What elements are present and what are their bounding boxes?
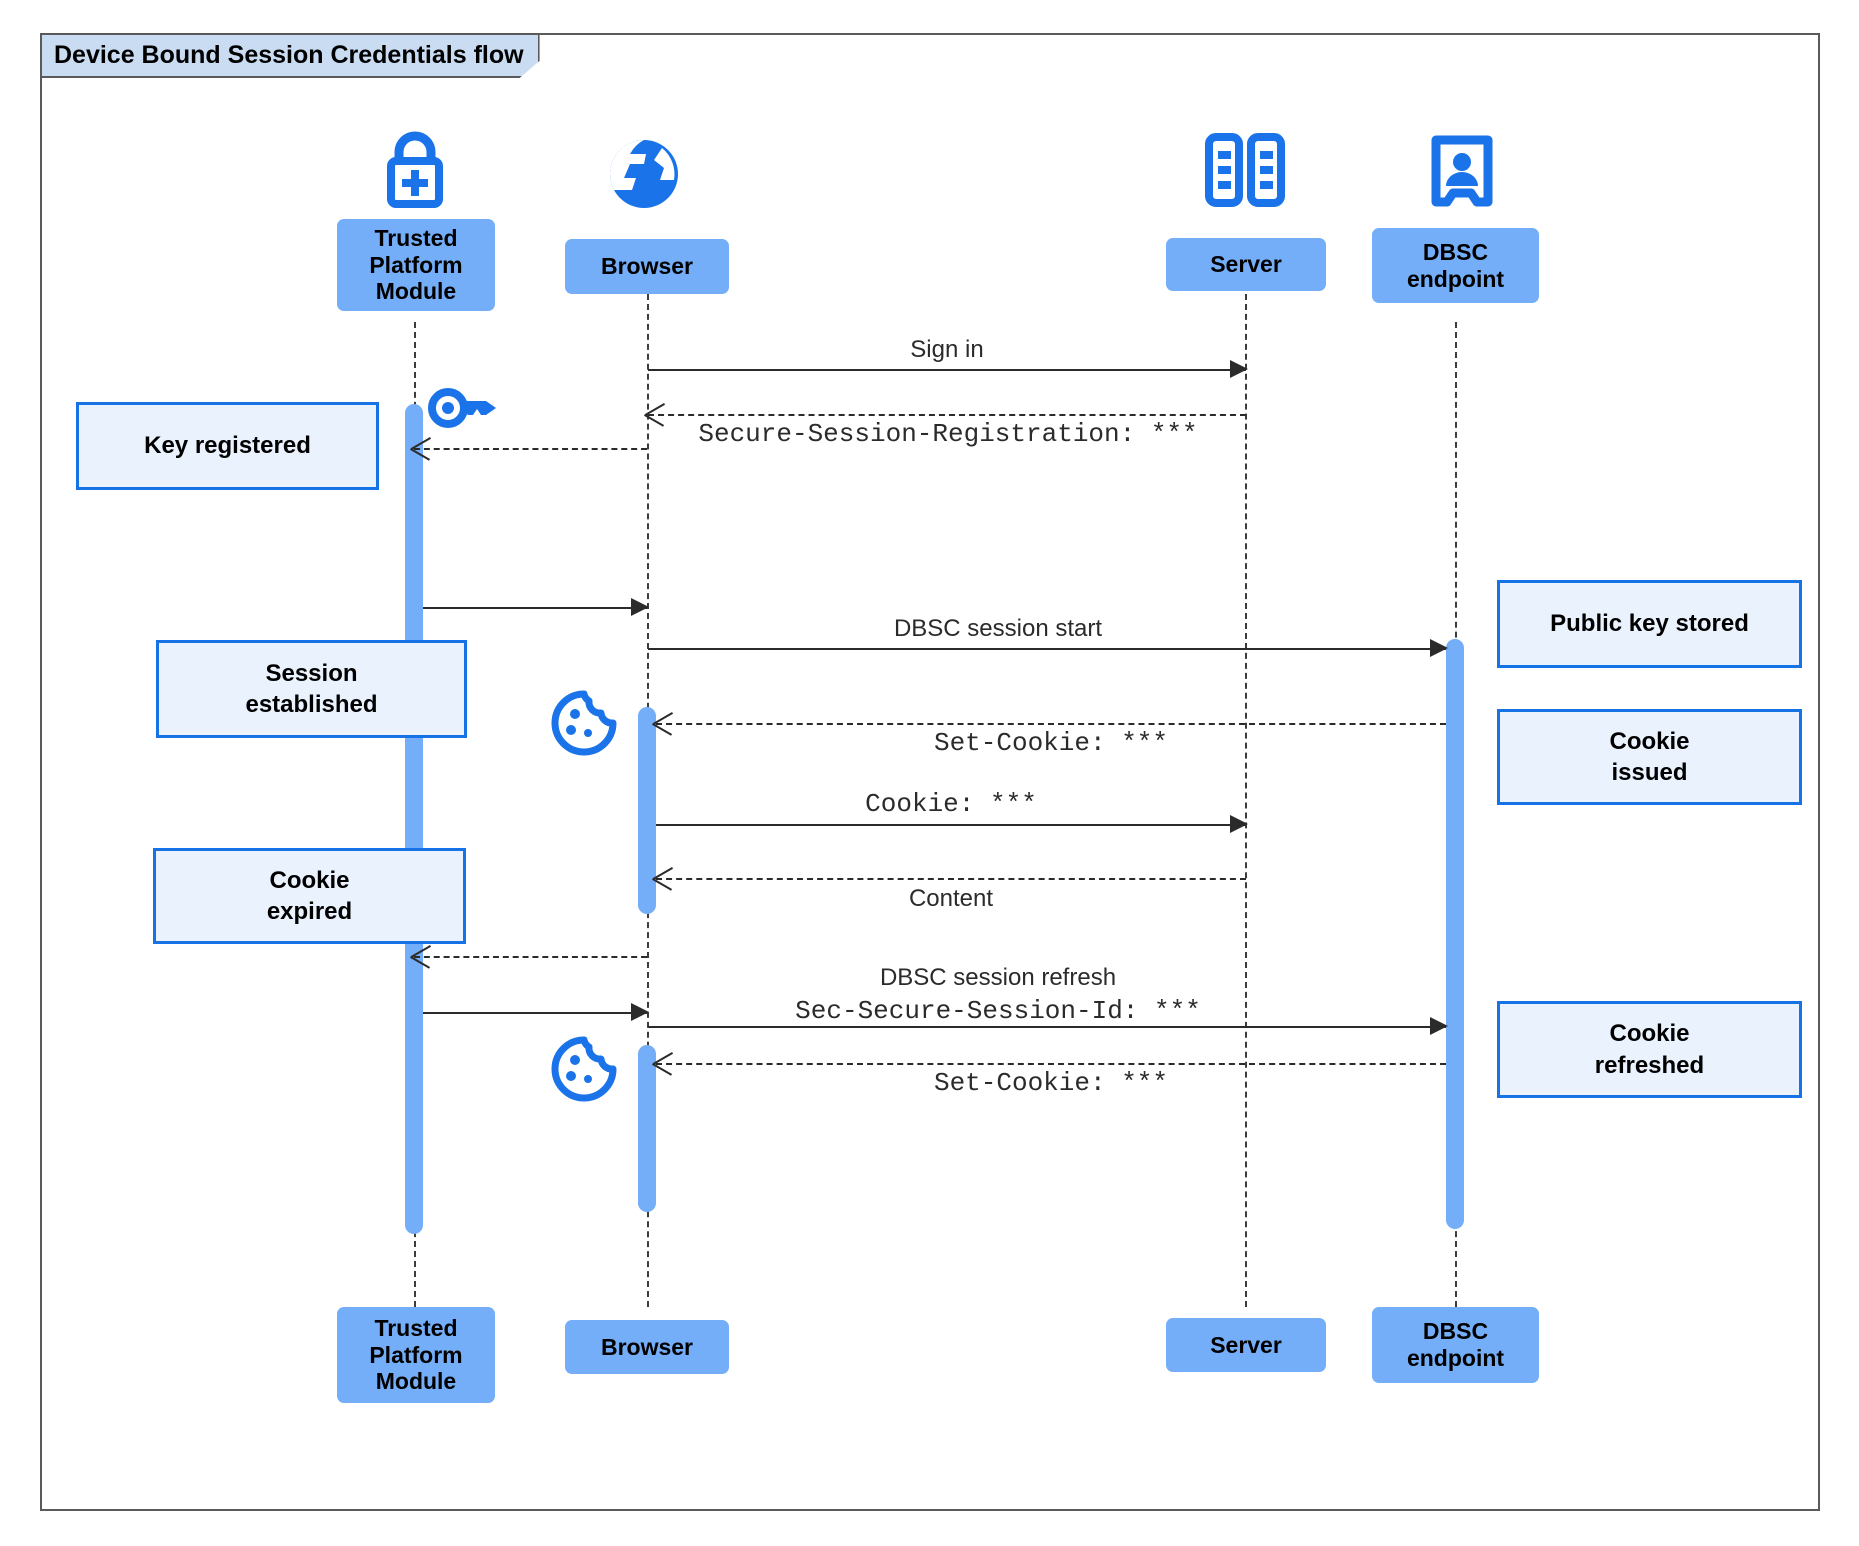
message-label-dbsc-session-refresh: DBSC session refresh — [879, 964, 1117, 991]
activation-browser-1 — [638, 707, 656, 914]
arrowhead-right-icon — [631, 598, 649, 616]
cookie-icon — [548, 1036, 620, 1102]
activation-browser-2 — [638, 1045, 656, 1212]
message-label-set-cookie-2: Set-Cookie: *** — [933, 1068, 1169, 1098]
lock-plus-icon — [371, 128, 459, 208]
activation-tpm — [405, 404, 423, 1234]
arrowhead-right-icon — [1230, 360, 1248, 378]
participant-tpm-top[interactable]: Trusted Platform Module — [337, 219, 495, 311]
note-cookie-expired: Cookie expired — [153, 848, 466, 944]
arrowhead-right-icon — [1430, 639, 1448, 657]
message-label-cookie: Cookie: *** — [865, 789, 1037, 819]
message-label-content: Content — [908, 885, 994, 912]
message-label-secure-session-registration: Secure-Session-Registration: *** — [698, 419, 1198, 449]
cookie-icon — [548, 690, 620, 756]
arrowhead-left-icon — [411, 435, 431, 461]
message-label-sign-in: Sign in — [910, 336, 984, 363]
server-rack-icon — [1203, 132, 1287, 210]
note-cookie-refreshed: Cookie refreshed — [1497, 1001, 1802, 1098]
participant-dbsc-top[interactable]: DBSC endpoint — [1372, 228, 1539, 303]
lifeline-server — [1245, 284, 1247, 1307]
key-icon — [428, 382, 500, 434]
participant-tpm-bottom[interactable]: Trusted Platform Module — [337, 1307, 495, 1403]
note-key-registered: Key registered — [76, 402, 379, 490]
diagram-title-tab: Device Bound Session Credentials flow — [40, 33, 540, 78]
arrowhead-left-icon — [411, 943, 431, 969]
note-public-key-stored: Public key stored — [1497, 580, 1802, 668]
arrowhead-right-icon — [1230, 815, 1248, 833]
message-label-sec-secure-session-id: Sec-Secure-Session-Id: *** — [795, 996, 1201, 1026]
message-label-dbsc-session-start: DBSC session start — [893, 615, 1103, 642]
participant-server-top[interactable]: Server — [1166, 238, 1326, 291]
note-cookie-issued: Cookie issued — [1497, 709, 1802, 805]
participant-server-bottom[interactable]: Server — [1166, 1318, 1326, 1372]
id-badge-icon — [1428, 132, 1496, 210]
note-session-established: Session established — [156, 640, 467, 738]
globe-icon — [604, 134, 684, 214]
participant-browser-bottom[interactable]: Browser — [565, 1320, 729, 1374]
activation-dbsc — [1446, 639, 1464, 1229]
arrowhead-right-icon — [1430, 1017, 1448, 1035]
participant-dbsc-bottom[interactable]: DBSC endpoint — [1372, 1307, 1539, 1383]
arrowhead-right-icon — [631, 1003, 649, 1021]
participant-browser-top[interactable]: Browser — [565, 239, 729, 294]
diagram-title: Device Bound Session Credentials flow — [54, 41, 524, 69]
message-label-set-cookie-1: Set-Cookie: *** — [933, 728, 1169, 758]
